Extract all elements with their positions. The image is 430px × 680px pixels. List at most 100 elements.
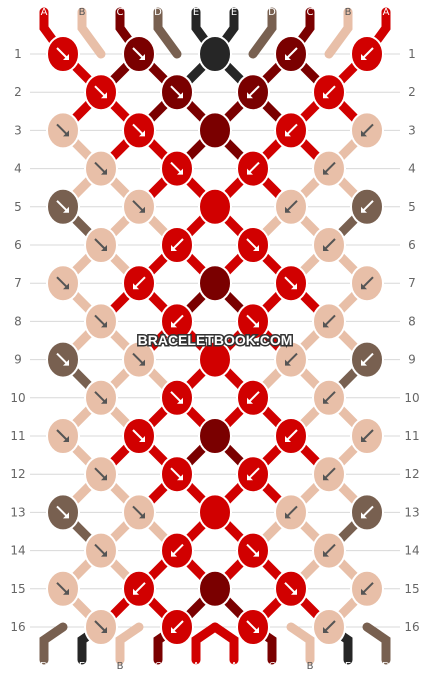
knot: [46, 111, 80, 150]
knot: [198, 111, 232, 150]
knot: [312, 226, 346, 264]
knot-arrowhead-icon: [63, 359, 69, 366]
strand-bottom-tail: [39, 622, 68, 665]
knot-arrowhead-icon: [361, 359, 367, 366]
knot-arrowhead-icon: [361, 54, 367, 60]
strand-label-bottom: A: [231, 661, 238, 672]
knot-circle: [198, 35, 232, 73]
row-label-right: 12: [404, 467, 419, 481]
row-label-right: 13: [404, 505, 419, 519]
knot: [312, 455, 346, 494]
strand-label-top: E: [231, 7, 237, 18]
knot: [350, 340, 384, 379]
strand-bottom-tail: [191, 622, 220, 665]
knot: [122, 187, 156, 226]
knot: [236, 531, 270, 570]
row-label-left: 4: [14, 162, 22, 176]
knot-arrowhead-icon: [101, 550, 107, 557]
strand-label-top: B: [79, 7, 86, 18]
strand-bottom-tail: [286, 622, 315, 665]
knot-arrowhead-icon: [177, 92, 183, 99]
strand-bottom-tail: [210, 622, 239, 665]
knot: [84, 531, 118, 570]
knot: [160, 455, 194, 494]
knot: [160, 531, 194, 570]
knot-arrowhead-icon: [253, 245, 259, 251]
row-label-left: 5: [14, 200, 22, 214]
knot: [236, 302, 270, 341]
row-label-left: 11: [10, 429, 25, 443]
row-label-right: 14: [404, 544, 419, 558]
knot-arrowhead-icon: [139, 130, 145, 137]
knot-arrowhead-icon: [285, 436, 291, 442]
row-label-right: 4: [408, 162, 416, 176]
knot-circle: [198, 340, 232, 379]
knot: [160, 149, 194, 188]
knot: [198, 569, 232, 608]
knot: [46, 340, 80, 379]
strand-bottom-tail: [362, 622, 391, 665]
knot: [350, 417, 384, 455]
knot: [84, 302, 118, 341]
strand-top-tail: [248, 7, 277, 59]
row-label-left: 9: [14, 353, 22, 367]
strand-label-top: D: [154, 7, 162, 18]
knot-arrowhead-icon: [361, 436, 367, 442]
strand-top-tail: [77, 7, 106, 59]
knot-arrowhead-icon: [139, 512, 145, 519]
strand-label-bottom: B: [117, 661, 124, 672]
knot-circle: [198, 187, 232, 226]
knot-arrowhead-icon: [63, 512, 69, 519]
knot-arrowhead-icon: [171, 627, 177, 633]
strand-label-bottom: C: [155, 661, 162, 672]
knot: [312, 378, 346, 417]
knot: [198, 493, 232, 532]
knot: [198, 264, 232, 303]
row-label-left: 2: [14, 85, 22, 99]
knot: [122, 35, 156, 73]
knot-arrowhead-icon: [63, 588, 69, 595]
row-label-left: 13: [10, 505, 25, 519]
knot-arrowhead-icon: [361, 512, 367, 519]
knot-arrowhead-icon: [133, 588, 139, 595]
knot: [84, 149, 118, 188]
knot: [350, 111, 384, 150]
row-label-left: 16: [10, 620, 25, 634]
knot-circle: [198, 417, 232, 455]
knot-arrowhead-icon: [171, 321, 177, 328]
strand-bottom-tail: [115, 622, 144, 665]
row-label-right: 1: [408, 47, 416, 61]
knot-arrowhead-icon: [285, 206, 291, 213]
knot: [46, 35, 80, 73]
knot: [312, 302, 346, 341]
strand-label-top: B: [345, 7, 352, 18]
knot: [84, 378, 118, 417]
knot-arrowhead-icon: [101, 627, 107, 633]
row-label-right: 16: [404, 620, 419, 634]
knot: [198, 35, 232, 73]
knot: [274, 569, 308, 608]
row-label-right: 3: [408, 123, 416, 137]
row-label-right: 9: [408, 353, 416, 367]
knot: [236, 73, 270, 112]
knot-arrowhead-icon: [63, 436, 69, 442]
knot: [122, 264, 156, 303]
knot-arrowhead-icon: [247, 92, 253, 99]
knot-arrowhead-icon: [139, 436, 145, 442]
row-label-left: 3: [14, 123, 22, 137]
knot-arrowhead-icon: [285, 130, 291, 137]
knot-grid: [46, 35, 384, 646]
knot: [160, 226, 194, 264]
knot: [122, 493, 156, 532]
strand-label-bottom: C: [269, 661, 276, 672]
row-label-right: 5: [408, 200, 416, 214]
knot-arrowhead-icon: [323, 550, 329, 557]
row-label-right: 2: [408, 85, 416, 99]
strand-top-tail: [324, 7, 353, 59]
knot-circle: [198, 493, 232, 532]
row-label-right: 6: [408, 238, 416, 252]
knot-arrowhead-icon: [323, 92, 329, 99]
knot-circle: [198, 264, 232, 303]
knot-arrowhead-icon: [323, 627, 329, 633]
